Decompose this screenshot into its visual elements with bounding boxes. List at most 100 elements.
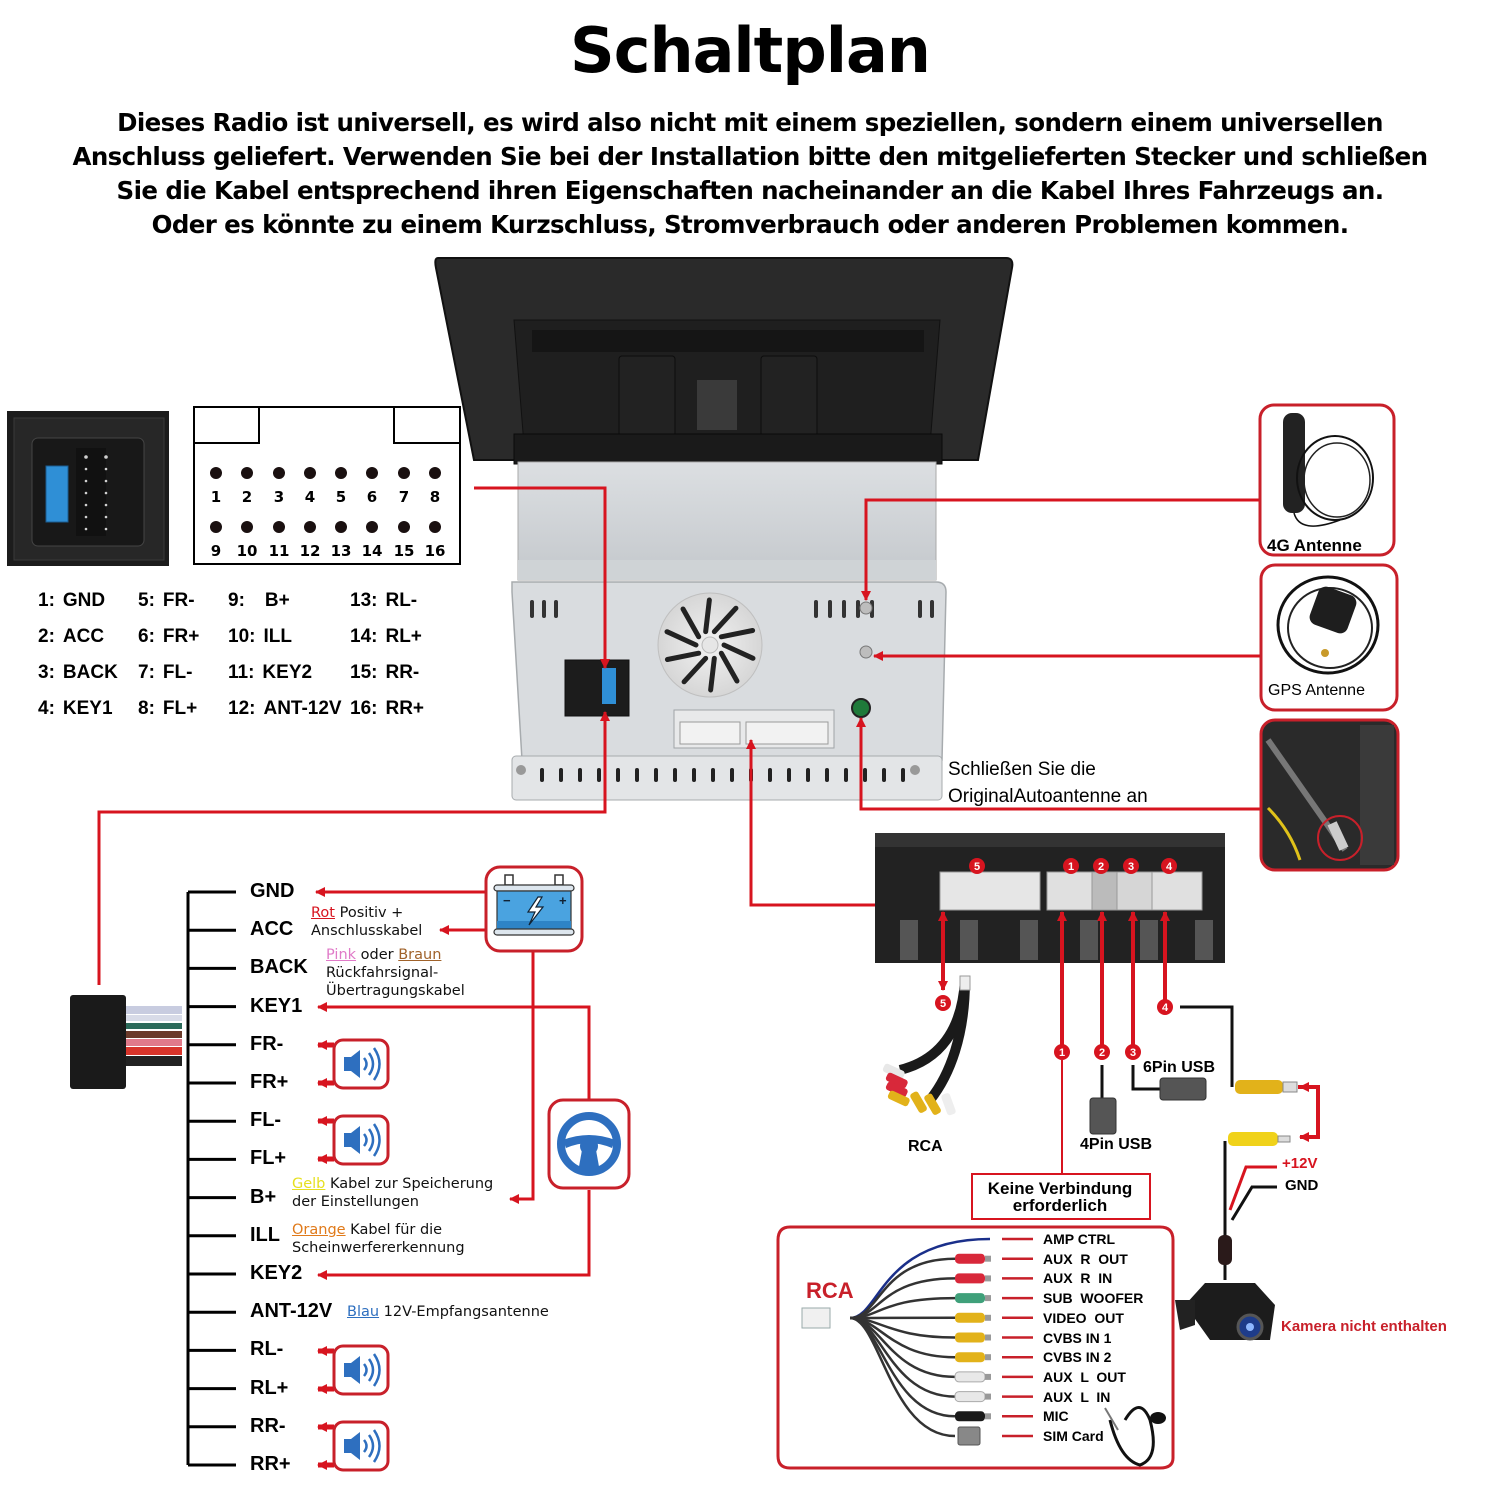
port-badge: 2	[1094, 1044, 1110, 1060]
rca-cable	[849, 1316, 1033, 1446]
pin-number: 5	[336, 488, 346, 506]
pin-legend-function: KEY1	[62, 698, 113, 719]
pin-number: 8	[430, 488, 440, 506]
harness-wire-label: FL-	[250, 1109, 282, 1132]
harness-wire-label: FR+	[250, 1071, 289, 1093]
pin-legend-number: 6:	[138, 626, 155, 647]
battery-icon: − +	[484, 865, 584, 953]
port-badge-number: 5	[940, 998, 946, 1010]
pin-legend-number: 5:	[138, 590, 155, 611]
pin-number: 3	[274, 488, 284, 506]
port-badge: 3	[1123, 858, 1139, 874]
port-badge: 4	[1161, 858, 1177, 874]
harness-wire-label: BACK	[250, 956, 308, 979]
pin-number: 13	[331, 542, 352, 560]
pin-legend-item: 12: ANT-12V	[228, 698, 350, 720]
rca-output-label: VIDEO OUT	[1043, 1309, 1124, 1326]
harness-wire-label: ACC	[250, 918, 294, 941]
antenna-gps-label: GPS Antenne	[1268, 682, 1365, 699]
rca-output-label: CVBS IN 1	[1043, 1329, 1112, 1346]
intro-text: Dieses Radio ist universell, es wird als…	[20, 106, 1480, 242]
note-text: Scheinwerfererkennung	[292, 1240, 465, 1256]
pin-dot	[398, 467, 410, 479]
pin-legend-function: RL+	[385, 626, 422, 647]
pin-legend-number: 15:	[350, 662, 378, 683]
usb-6pin-plug	[1159, 1077, 1207, 1101]
pin-number: 9	[211, 542, 221, 560]
pin-legend-function: ACC	[62, 626, 105, 647]
camera-gnd-label: GND	[1285, 1177, 1319, 1194]
pin-legend-function: FR-	[162, 590, 195, 611]
pin-legend-function: FL+	[162, 698, 198, 719]
pin-number: 11	[269, 542, 290, 560]
pin-dot	[304, 467, 316, 479]
pin-legend-item: 8: FL+	[138, 698, 228, 720]
pin-legend-item: 3:BACK	[38, 662, 138, 684]
harness-wire-label: KEY1	[250, 994, 303, 1017]
rca-output-label: CVBS IN 2	[1043, 1349, 1112, 1366]
pin-legend-function: ANT-12V	[263, 698, 342, 719]
speaker-icon	[317, 1114, 390, 1166]
pin-legend-number: 3:	[38, 662, 55, 683]
pin-legend-number: 7:	[138, 662, 155, 683]
rca-bundle-label: RCA	[908, 1138, 943, 1155]
rca-output-label: MIC	[1043, 1408, 1069, 1425]
usb-4pin-plug	[1089, 1097, 1117, 1135]
pin-legend-item: 4: KEY1	[38, 698, 138, 720]
no-connection-label: Keine Verbindung erforderlich	[962, 1180, 1158, 1214]
svg-text:−: −	[503, 893, 511, 908]
note-text: Kabel zur Speicherung	[325, 1176, 494, 1192]
rca-breakout-title: RCA	[806, 1278, 854, 1303]
pin-legend-function: FL-	[162, 662, 193, 683]
harness-wire-label: ANT-12V	[250, 1300, 333, 1323]
pin-legend-item: 14:RL+	[350, 626, 460, 648]
intro-line: Sie die Kabel entsprechend ihren Eigensc…	[116, 176, 1385, 205]
port-badge-number: 1	[1059, 1047, 1065, 1059]
note-acc: Rot Positiv + Anschlusskabel	[311, 904, 422, 940]
harness-wire-label: GND	[250, 880, 295, 902]
pin-dot	[398, 521, 410, 533]
pin-legend-function: RR+	[385, 698, 425, 719]
port-badge: 3	[1125, 1044, 1141, 1060]
harness-branches	[188, 890, 236, 1467]
rca-output-label: SUB WOOFER	[1043, 1290, 1144, 1307]
original-antenna-note: Schließen Sie die OriginalAutoantenne an	[948, 756, 1148, 810]
port-badge-number: 4	[1162, 1002, 1169, 1014]
note-text: Übertragungskabel	[326, 983, 465, 999]
camera-connection	[1175, 1080, 1320, 1341]
pin-legend-number: 9:	[228, 590, 245, 611]
pin-dot	[429, 467, 441, 479]
rca-cable	[849, 1312, 1033, 1323]
pin-number: 15	[394, 542, 415, 560]
pin-legend-number: 13:	[350, 590, 378, 611]
port-badge: 1	[1063, 858, 1079, 874]
note-text: Kabel für die	[345, 1222, 443, 1238]
antenna-gps-card	[1259, 563, 1399, 712]
pin-legend-item: 15:RR-	[350, 662, 460, 684]
port-lines	[938, 911, 1170, 1045]
pin-legend-function: B+	[264, 590, 290, 611]
pin-legend-number: 8:	[138, 698, 155, 719]
camera-not-included-label: Kamera nicht enthalten	[1281, 1318, 1447, 1335]
note-text: oder	[356, 947, 399, 963]
antenna-4g-card	[1258, 403, 1396, 557]
rca-output-label: AUX R IN	[1043, 1270, 1113, 1287]
pin-legend-number: 12:	[228, 698, 256, 719]
pin-legend-number: 10:	[228, 626, 256, 647]
svg-text:+: +	[559, 893, 567, 908]
pin-legend-item: 13:RL-	[350, 590, 460, 612]
note-text: Anschlusskabel	[311, 923, 423, 939]
pin-dot	[304, 521, 316, 533]
port-badge-number: 2	[1099, 1047, 1105, 1059]
pin-dot	[273, 467, 285, 479]
rca-output-label: AMP CTRL	[1043, 1231, 1116, 1247]
pin-number: 16	[425, 542, 446, 560]
pin-dot	[210, 467, 222, 479]
port-badge-number: 5	[974, 861, 980, 873]
port-badge: 1	[1054, 1044, 1070, 1060]
pin-legend-number: 4:	[38, 698, 55, 719]
label-line: Keine Verbindung	[987, 1179, 1133, 1198]
pin-legend-item: 6:FR+	[138, 626, 228, 648]
